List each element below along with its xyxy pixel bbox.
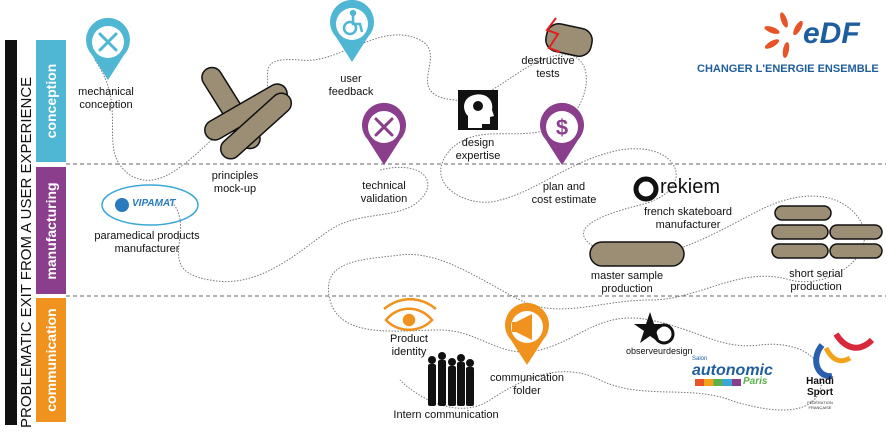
wrench-screwdriver-icon — [374, 117, 394, 137]
phase-band-fill — [36, 298, 66, 422]
edf-logo-text: eDF — [803, 17, 860, 50]
phase-band-manufacturing: manufacturing — [36, 167, 66, 294]
journey-path-branch — [169, 166, 429, 282]
observeur-logo: observeurdesign — [626, 346, 693, 356]
autonomic-logo: autonomic — [692, 362, 773, 379]
autonomic-logo-top: Salon — [692, 356, 708, 362]
vipamat-logo-frame — [101, 184, 199, 226]
serial-decks — [771, 205, 883, 259]
people-icon — [428, 352, 474, 406]
rekiem-logo: rekiem — [660, 176, 721, 198]
rekiem-logo-mark — [633, 176, 659, 202]
autonomic-color-strip — [695, 379, 741, 386]
side-title: PROBLEMATIC EXIT FROM A USER EXPERIENCE — [18, 76, 35, 428]
eye-icon — [383, 298, 437, 331]
master-deck — [589, 241, 685, 267]
pin-technical — [362, 102, 407, 165]
side-title-bar — [5, 40, 17, 425]
mockup-decks — [201, 66, 293, 160]
step-intern-communication: Intern communication — [393, 409, 499, 421]
vipamat-logo: VIPAMAT — [132, 198, 176, 209]
autonomic-city: Paris — [743, 376, 768, 387]
pin-plan — [540, 102, 584, 165]
destructive-deck — [545, 17, 593, 57]
head-gears-icon — [458, 90, 498, 130]
phase-band-conception: conception — [36, 40, 66, 162]
dollar-icon: $ — [556, 115, 568, 140]
edf-logo-mark — [764, 12, 803, 58]
edf-tagline: CHANGER L'ENERGIE ENSEMBLE — [697, 63, 879, 75]
handisport-subtext: FÉDÉRATION FRANÇAISE — [807, 400, 833, 410]
wheelchair-icon — [342, 9, 364, 36]
observeur-logo-mark — [634, 312, 675, 345]
journey-path — [94, 34, 866, 411]
phase-label-conception: conception — [43, 63, 59, 139]
phase-band-fill — [36, 40, 66, 162]
handisport-logo-mark — [813, 332, 875, 380]
megaphone-icon — [512, 314, 532, 340]
phase-band-fill — [36, 167, 66, 294]
phase-label-manufacturing: manufacturing — [43, 181, 59, 280]
pin-feedback — [330, 0, 374, 62]
phase-band-communication: communication — [36, 298, 66, 422]
wrench-screwdriver-icon — [98, 32, 118, 52]
phase-label-communication: communication — [43, 308, 59, 412]
